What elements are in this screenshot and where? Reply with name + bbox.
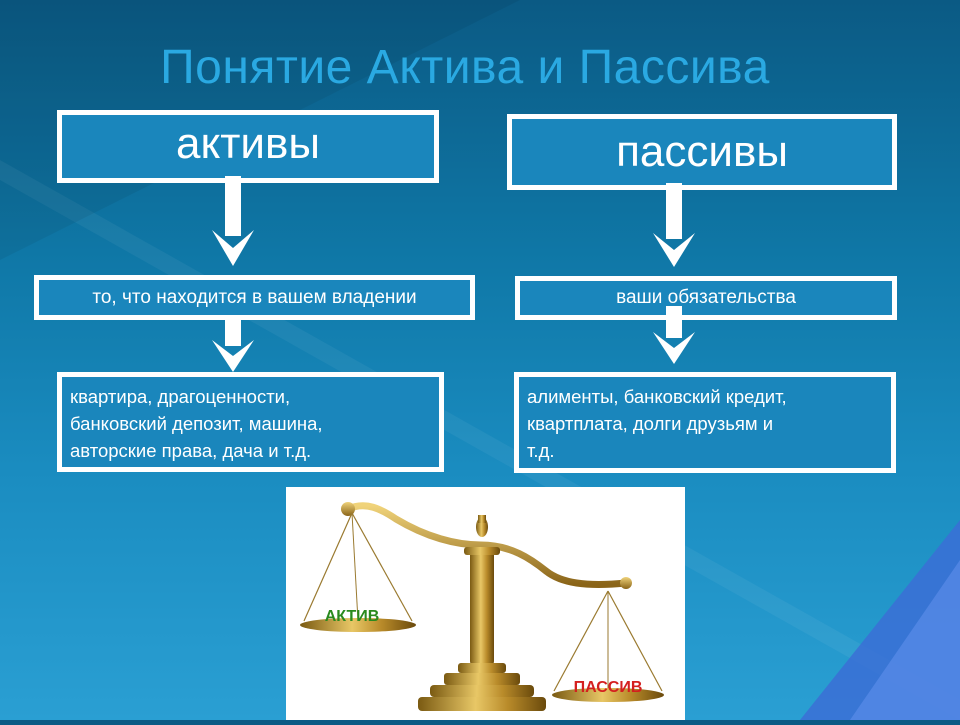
- scale-left-label: АКТИВ: [325, 608, 380, 625]
- scale-illustration: АКТИВ ПАССИВ: [286, 487, 685, 720]
- assets-example-line: авторские права, дача и т.д.: [70, 440, 312, 461]
- down-arrow-icon: [653, 306, 695, 364]
- liabilities-heading: пассивы: [616, 127, 788, 176]
- page-title: Понятие Актива и Пассива: [160, 41, 770, 94]
- liabilities-definition-box: ваши обязательства: [515, 276, 897, 320]
- assets-heading: активы: [176, 118, 320, 168]
- liabilities-examples-box: алименты, банковский кредит, квартплата,…: [514, 372, 896, 473]
- assets-definition: то, что находится в вашем владении: [92, 286, 417, 308]
- liabilities-example-line: алименты, банковский кредит,: [527, 386, 787, 407]
- liabilities-example-line: т.д.: [527, 440, 555, 461]
- liabilities-definition: ваши обязательства: [616, 287, 796, 308]
- balance-scale-icon: АКТИВ ПАССИВ: [300, 502, 664, 711]
- assets-definition-box: то, что находится в вашем владении: [34, 275, 475, 320]
- assets-example-line: квартира, драгоценности,: [70, 386, 291, 407]
- scale-right-label: ПАССИВ: [574, 679, 643, 696]
- assets-examples-box: квартира, драгоценности, банковский депо…: [57, 372, 444, 472]
- down-arrow-icon: [653, 183, 695, 267]
- liabilities-heading-box: пассивы: [507, 114, 897, 190]
- assets-example-line: банковский депозит, машина,: [70, 413, 323, 434]
- assets-heading-box: активы: [57, 110, 439, 183]
- down-arrow-icon: [212, 316, 254, 372]
- liabilities-example-line: квартплата, долги друзьям и: [527, 413, 774, 434]
- down-arrow-icon: [212, 176, 254, 266]
